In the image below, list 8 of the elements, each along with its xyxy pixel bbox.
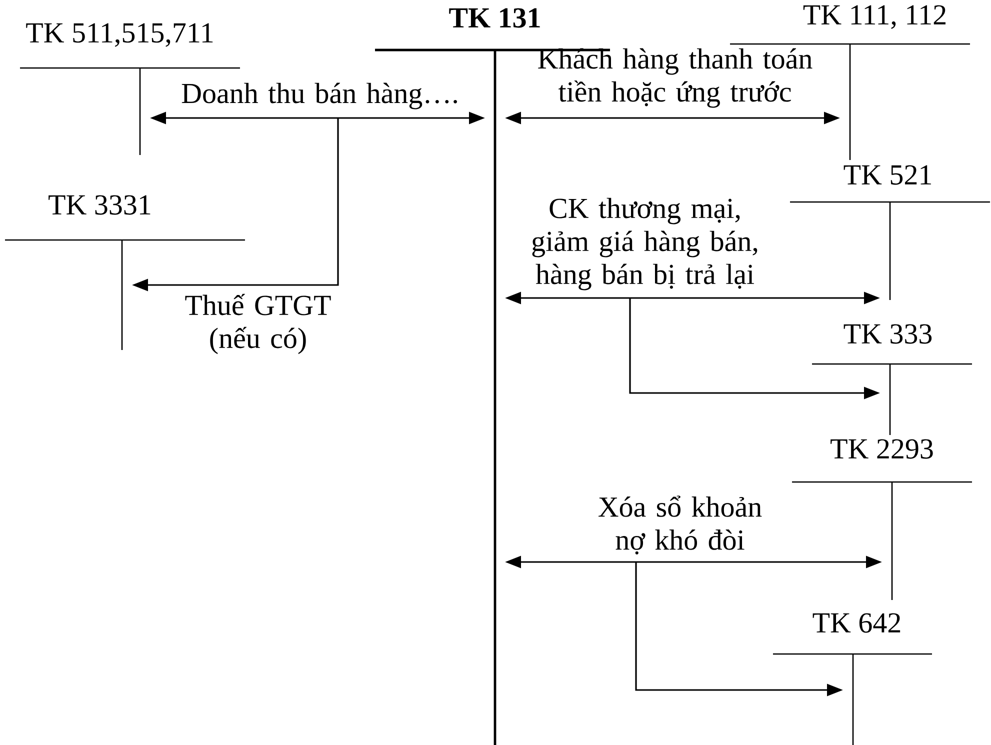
t-account: TK 2293 — [791, 439, 973, 601]
t-account: TK 333 — [811, 324, 973, 436]
t-account: TK 642 — [772, 613, 933, 745]
edge-label: Doanh thu bán hàng…. — [182, 82, 457, 110]
edge-label: Xóa sổ khoản nợ khó đòi — [598, 496, 762, 554]
edge-label: CK thương mại, giảm giá hàng bán, hàng bán bị trả lại — [532, 198, 758, 290]
t-account: TK 521 — [789, 165, 991, 301]
edge-label: Thuế GTGT (nếu có) — [185, 294, 331, 354]
